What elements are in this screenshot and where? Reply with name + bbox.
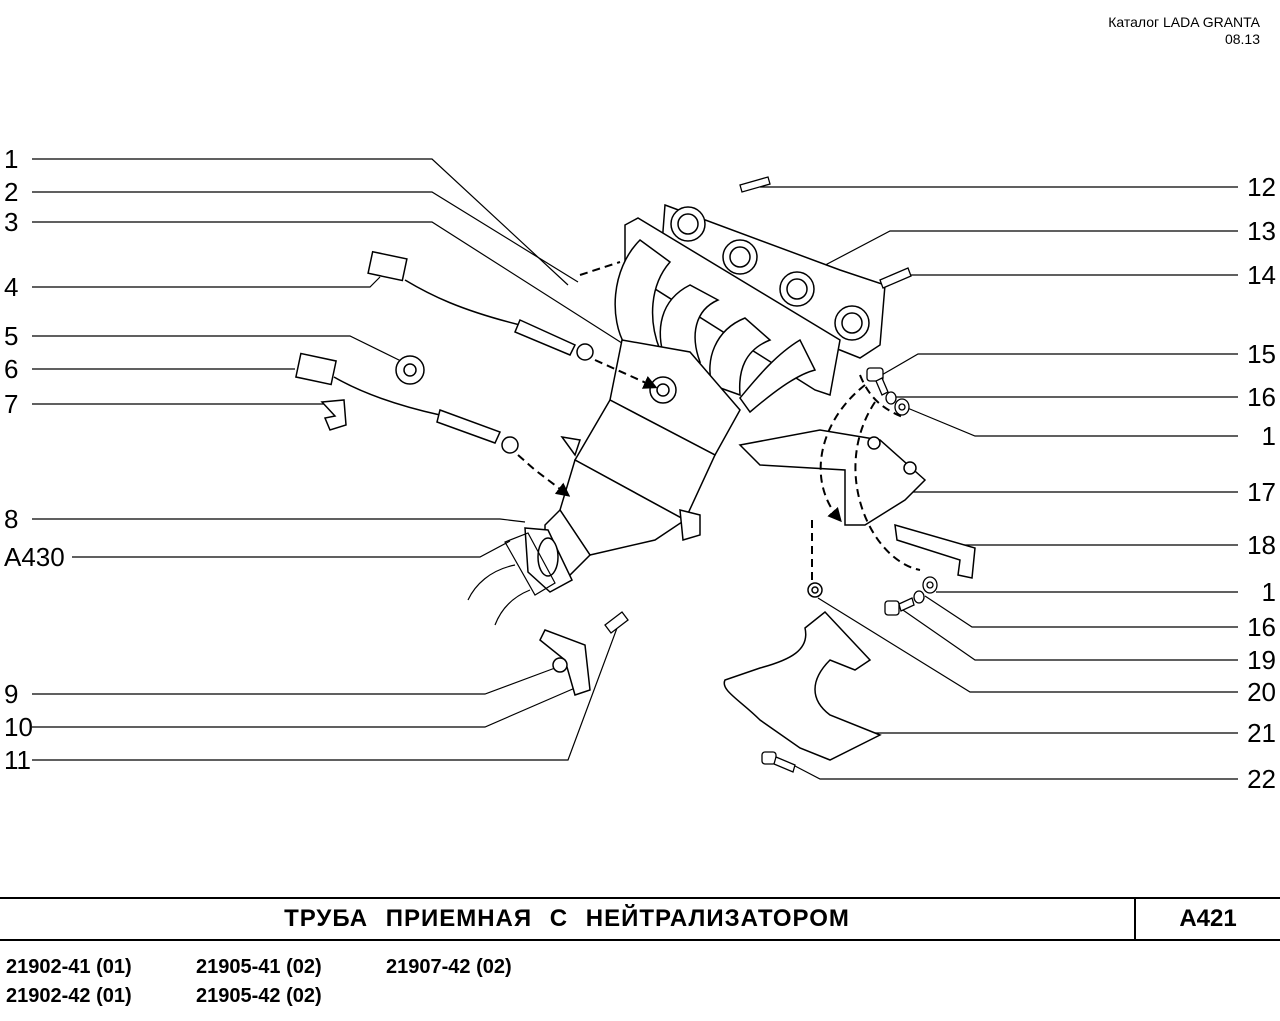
left-callout-label: 8 <box>4 504 18 534</box>
left-callout-label: 9 <box>4 679 18 709</box>
left-callout-label: 5 <box>4 321 18 351</box>
manifold-flange <box>624 203 886 396</box>
heat-shield-21 <box>723 582 882 761</box>
right-callout-label: 12 <box>1247 172 1276 202</box>
model-code: 21905-42 (02) <box>196 985 322 1007</box>
oxygen-sensor-lower <box>295 352 519 454</box>
bracket-10 <box>539 629 591 696</box>
oxygen-sensor-upper <box>367 250 594 361</box>
pipe-a430 <box>467 532 556 626</box>
right-callout-label: 16 <box>1247 382 1276 412</box>
assembly-paths <box>517 261 921 580</box>
model-code: 21902-41 (01) <box>6 956 132 978</box>
grommet-5 <box>395 355 425 385</box>
left-callout-label: 11 <box>4 745 31 775</box>
callout-leaders-left <box>32 158 626 761</box>
catalytic-converter <box>544 339 741 576</box>
page-title: ТРУБА ПРИЕМНАЯ С НЕЙТРАЛИЗАТОРОМ <box>284 905 850 932</box>
right-callout-label: 13 <box>1247 216 1276 246</box>
left-callout-label: 3 <box>4 207 18 237</box>
bolt-15 <box>866 367 889 396</box>
right-callout-label: 18 <box>1247 530 1276 560</box>
gasket-8 <box>524 527 573 593</box>
right-callout-label: 20 <box>1247 677 1276 707</box>
right-callout-label: 16 <box>1247 612 1276 642</box>
catalog-date: 08.13 <box>1224 31 1260 47</box>
page-code: A421 <box>1179 905 1237 932</box>
bolt-22 <box>761 751 796 773</box>
stud-11 <box>604 611 629 634</box>
right-callout-label: 22 <box>1247 764 1276 794</box>
left-callout-label: A430 <box>4 542 65 572</box>
washers-16-1 <box>885 391 938 604</box>
right-callout-label: 17 <box>1247 477 1276 507</box>
right-callout-label: 15 <box>1247 339 1276 369</box>
stud-12 <box>739 176 771 193</box>
right-callout-label: 1 <box>1262 577 1276 607</box>
left-callout-label: 6 <box>4 354 18 384</box>
title-divider <box>1134 899 1136 939</box>
left-callout-label: 4 <box>4 272 18 302</box>
right-callout-label: 14 <box>1247 260 1276 290</box>
model-code: 21907-42 (02) <box>386 956 512 978</box>
right-callout-label: 19 <box>1247 645 1276 675</box>
clip-7 <box>320 399 347 431</box>
model-code: 21902-42 (01) <box>6 985 132 1007</box>
model-code: 21905-41 (02) <box>196 956 322 978</box>
bracket-17 <box>738 429 927 526</box>
manifold-pipes <box>614 239 817 414</box>
bracket-18 <box>894 523 976 579</box>
right-callout-label: 1 <box>1262 421 1276 451</box>
catalog-header: Каталог LADA GRANTA 08.13 <box>1108 14 1260 48</box>
left-callout-label: 7 <box>4 389 18 419</box>
bolt-16-lower <box>884 597 915 616</box>
title-bar: ТРУБА ПРИЕМНАЯ С НЕЙТРАЛИЗАТОРОМ A421 <box>0 897 1280 941</box>
callout-leaders-right <box>760 186 1238 780</box>
left-callout-label: 2 <box>4 177 18 207</box>
catalog-name: Каталог LADA GRANTA <box>1108 14 1260 30</box>
stud-14 <box>879 267 912 289</box>
right-callout-label: 21 <box>1247 718 1276 748</box>
left-callout-label: 10 <box>4 712 33 742</box>
left-callout-label: 1 <box>4 144 18 174</box>
